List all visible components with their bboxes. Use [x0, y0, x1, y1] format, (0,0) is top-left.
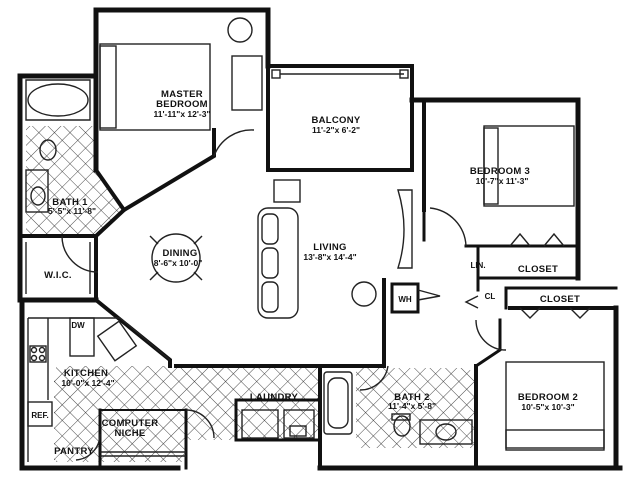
- dining-label: DINING: [162, 248, 197, 259]
- computer-niche-label-1: COMPUTER: [102, 418, 159, 429]
- tile-floors: [26, 126, 476, 462]
- computer-niche-label-2: NICHE: [114, 428, 145, 439]
- fixture-lines: [25, 17, 605, 462]
- cl-label: CL: [485, 292, 496, 301]
- balcony-dims: 11'-2"x 6'-2": [312, 125, 360, 135]
- kitchen-label: KITCHEN: [64, 368, 108, 379]
- bath2-label: BATH 2: [394, 392, 429, 403]
- bath1-tile: [26, 126, 124, 236]
- bedroom2-label: BEDROOM 2: [518, 392, 578, 403]
- wic-label: W.I.C.: [44, 270, 72, 281]
- closet-lower-label: CLOSET: [540, 294, 580, 305]
- master-bedroom-dims: 11'-11"x 12'-3": [153, 109, 210, 119]
- balcony-label: BALCONY: [311, 115, 360, 126]
- master-bedroom-label-2: BEDROOM: [156, 99, 208, 110]
- living-label: LIVING: [313, 242, 346, 253]
- dining-dims: 8'-6"x 10'-0": [154, 258, 203, 268]
- bath1-label: BATH 1: [52, 197, 88, 208]
- walls: [17, 7, 623, 471]
- ref-label: REF.: [31, 411, 48, 420]
- bedroom3-dims: 10'-7"x 11'-3": [476, 176, 529, 186]
- closet-upper-label: CLOSET: [518, 264, 558, 275]
- bath2-tile: [356, 368, 476, 448]
- bedroom2-dims: 10'-5"x 10'-3": [521, 402, 574, 412]
- bedroom3-label: BEDROOM 3: [470, 166, 530, 177]
- bath2-dims: 11'-4"x 5'-8": [388, 401, 436, 411]
- living-dims: 13'-8"x 14'-4": [303, 252, 356, 262]
- laundry-label: LAUNDRY: [250, 392, 299, 403]
- wh-label: WH: [398, 295, 412, 304]
- bath1-dims: 5'-5"x 11'-8": [48, 206, 96, 216]
- room-labels: MASTER BEDROOM 11'-11"x 12'-3" BALCONY 1…: [31, 89, 580, 457]
- lin-label: LIN.: [470, 261, 485, 270]
- pantry-label: PANTRY: [54, 446, 94, 457]
- kitchen-dims: 10'-0"x 12'-4": [61, 378, 114, 388]
- dw-label: DW: [71, 321, 85, 330]
- master-bedroom-label-1: MASTER: [161, 89, 203, 100]
